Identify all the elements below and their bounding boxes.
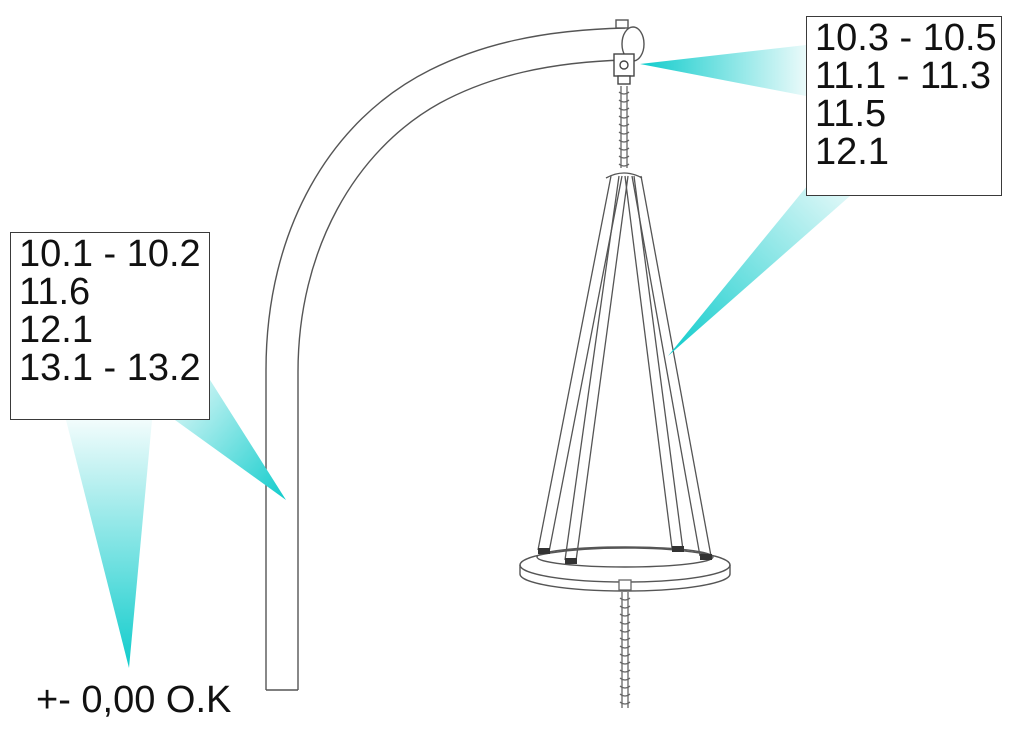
pointer-right-to-hanger <box>640 45 806 96</box>
curved-post-outer <box>265 27 626 690</box>
cone-frame <box>537 172 712 562</box>
callout-box-left: 10.1 - 10.2 11.6 12.1 13.1 - 13.2 <box>10 232 210 420</box>
swivel-hanger <box>613 53 635 85</box>
callout-left-line-2: 11.6 <box>19 271 91 313</box>
pointer-left-to-ground <box>66 420 152 668</box>
ring-joints <box>538 546 712 564</box>
callout-left-line-1: 10.1 - 10.2 <box>19 233 201 275</box>
callout-right-line-3: 11.5 <box>815 93 887 135</box>
lower-chain <box>618 579 632 708</box>
callout-box-right: 10.3 - 10.5 11.1 - 11.3 11.5 12.1 <box>806 16 1002 196</box>
callout-right-line-1: 10.3 - 10.5 <box>815 17 997 59</box>
curved-post-inner <box>297 59 626 690</box>
upper-chain <box>618 86 630 168</box>
pointer-right-to-frame <box>668 180 850 356</box>
curved-post <box>265 27 626 691</box>
callout-right-line-4: 12.1 <box>815 131 889 173</box>
callout-left-line-4: 13.1 - 13.2 <box>19 347 201 389</box>
ground-level-label: +- 0,00 O.K <box>36 679 232 721</box>
callout-left-line-3: 12.1 <box>19 309 93 351</box>
callout-right-line-2: 11.1 - 11.3 <box>815 55 992 97</box>
